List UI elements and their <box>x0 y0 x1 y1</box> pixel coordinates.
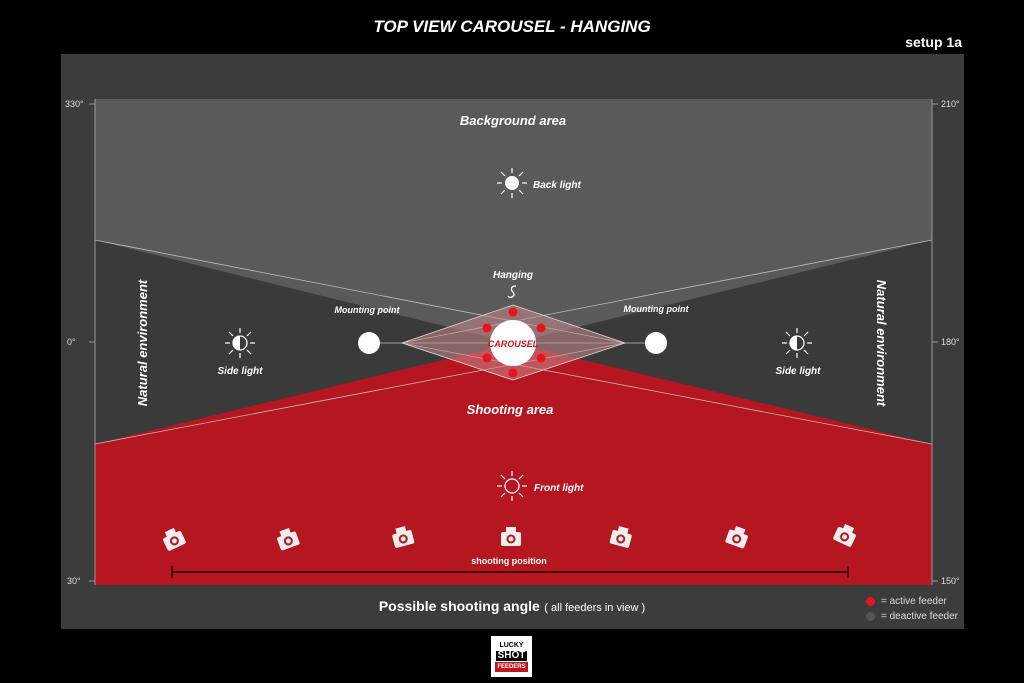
page-title: TOP VIEW CAROUSEL - HANGING <box>373 17 651 36</box>
angle-top-left: 330° <box>65 99 84 109</box>
legend-deactive: = deactive feeder <box>866 611 958 622</box>
legend-deactive-label: = deactive feeder <box>881 611 958 622</box>
side-light-right-label: Side light <box>776 366 822 377</box>
active-feeders <box>482 307 546 378</box>
back-light-label: Back light <box>533 180 581 191</box>
side-light-right-icon <box>781 327 813 359</box>
hook-icon <box>507 285 517 298</box>
carousel-label: CAROUSEL <box>488 339 539 349</box>
shooting-angle-caption: Possible shooting angle ( all feeders in… <box>0 598 1024 616</box>
legend-active-label: = active feeder <box>881 596 947 607</box>
background-area-label: Background area <box>460 113 566 128</box>
caption-main: Possible shooting angle <box>378 598 540 614</box>
shooting-area <box>95 343 932 585</box>
deactive-feeder-dot <box>866 612 875 621</box>
mounting-point-right <box>645 332 667 354</box>
shooting-area-label: Shooting area <box>467 402 554 417</box>
shooting-angle-range <box>171 566 849 578</box>
lucky-shot-feeders-logo: LUCKY SHOT FEEDERS <box>491 636 532 677</box>
natural-environment-left-label: Natural environment <box>135 279 150 406</box>
background-area <box>95 99 932 343</box>
logo-line3: FEEDERS <box>495 662 528 672</box>
angle-axes <box>89 99 938 585</box>
angle-top-right: 210° <box>941 99 960 109</box>
carousel-disc <box>490 320 536 366</box>
side-light-left-label: Side light <box>218 366 264 377</box>
mounting-point-left <box>358 332 380 354</box>
logo-line1: LUCKY <box>499 642 524 649</box>
angle-bottom-right: 150° <box>941 576 960 586</box>
active-feeder-dot <box>866 597 875 606</box>
logo-line2: SHOT <box>495 650 528 661</box>
angle-mid-right: 180° <box>941 337 960 347</box>
front-light-label: Front light <box>534 483 584 494</box>
side-light-left-icon <box>224 327 256 359</box>
legend-active: = active feeder <box>866 596 947 607</box>
mounting-point-right-label: Mounting point <box>624 304 690 314</box>
angle-mid-left: 0° <box>67 337 76 347</box>
angle-bottom-left: 30° <box>67 576 81 586</box>
mounting-point-left-label: Mounting point <box>335 305 401 315</box>
hanging-label: Hanging <box>493 270 533 281</box>
shooting-position-label: shooting position <box>471 556 547 566</box>
natural-environment-right-label: Natural environment <box>874 280 889 407</box>
setup-label: setup 1a <box>905 34 962 50</box>
back-light-icon <box>496 167 528 199</box>
caption-sub: ( all feeders in view ) <box>544 602 646 614</box>
